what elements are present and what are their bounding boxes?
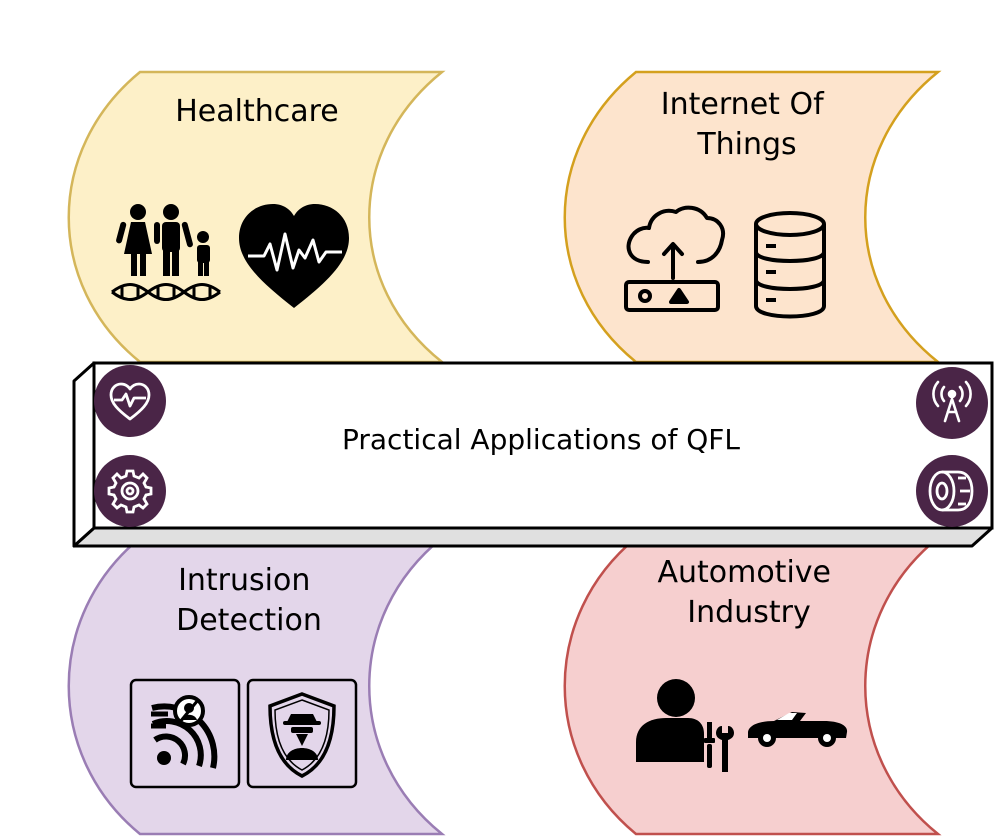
banner-left-face xyxy=(72,361,96,548)
badge-heart-pulse xyxy=(94,365,166,437)
panel-intrusion: Intrusion Detection xyxy=(67,536,446,836)
family-dna-icon xyxy=(111,204,221,301)
heart-pulse-icon xyxy=(109,382,151,421)
shield-spy-icon xyxy=(246,678,358,789)
panel-automotive-title: Automotive Industry xyxy=(657,555,840,630)
panel-automotive: Automotive Industry xyxy=(563,536,942,836)
panel-intrusion-title: Intrusion Detection xyxy=(176,563,322,638)
badge-tire xyxy=(916,455,988,527)
banner-bottom-face xyxy=(72,526,994,548)
database-icon xyxy=(754,211,826,319)
panel-iot: Internet Of Things xyxy=(563,70,942,364)
wifi-spy-icon xyxy=(129,678,241,789)
sports-car-icon xyxy=(748,712,848,747)
banner-front-face xyxy=(92,361,994,530)
gear-icon xyxy=(107,469,153,514)
signal-tower-icon xyxy=(932,380,972,423)
tire-icon xyxy=(928,470,974,512)
panel-healthcare: Healthcare xyxy=(67,70,446,364)
panel-iot-title: Internet Of Things xyxy=(661,87,833,162)
mechanic-tools-icon xyxy=(636,679,734,772)
cloud-upload-router-icon xyxy=(624,205,725,312)
banner-title: Practical Applications of QFL xyxy=(342,423,740,456)
central-banner: Practical Applications of QFL xyxy=(72,361,994,548)
badge-gear xyxy=(94,455,166,527)
heart-pulse-icon xyxy=(239,204,349,308)
badge-signal-tower xyxy=(916,367,988,439)
panel-healthcare-title: Healthcare xyxy=(175,94,339,129)
